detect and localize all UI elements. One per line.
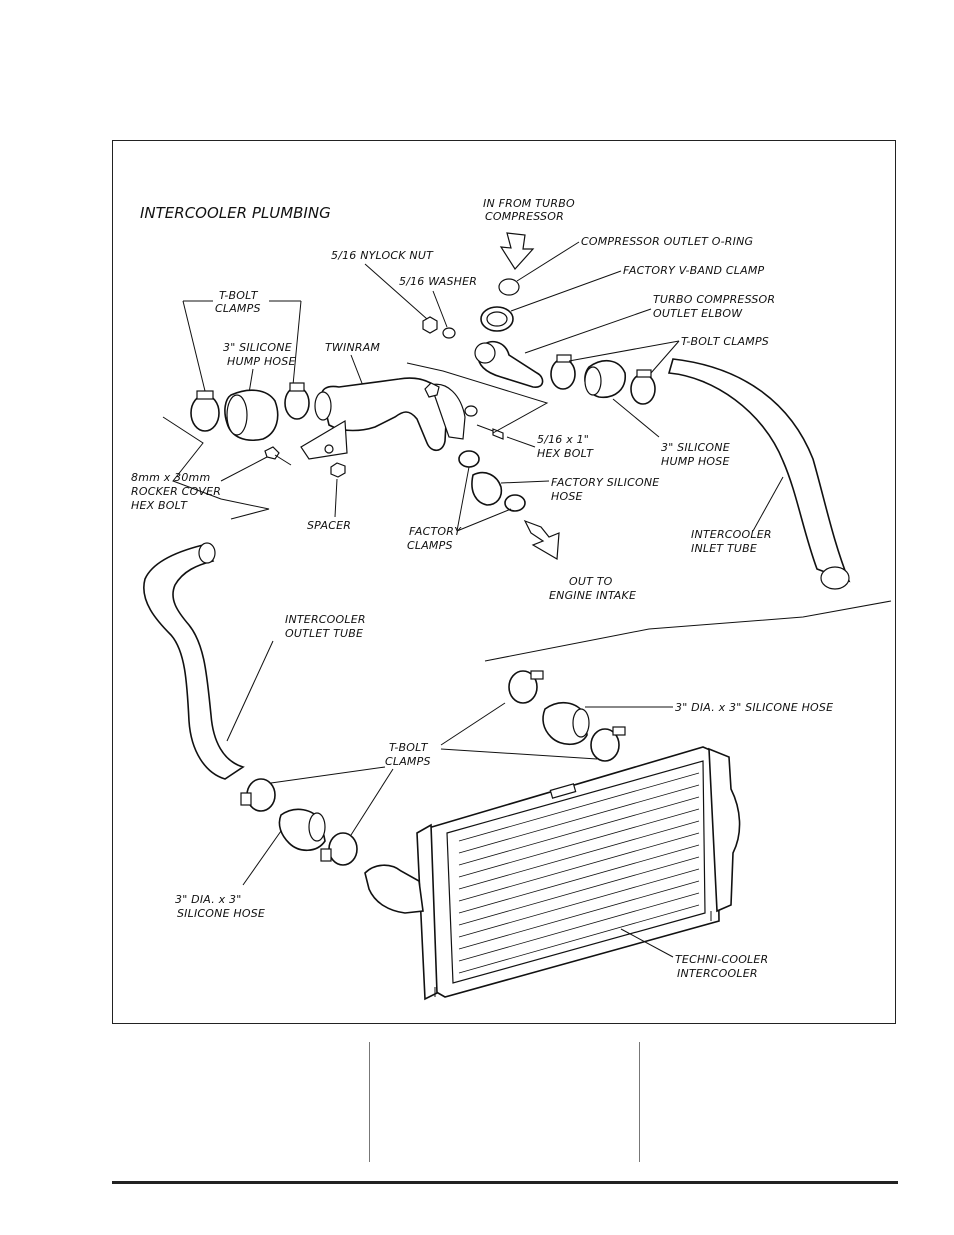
washer <box>442 327 456 339</box>
diagram-frame: INTERCOOLER PLUMBING IN FROM TURBO COMPR… <box>112 140 896 1024</box>
label-tbolt-bottom-2: CLAMPS <box>385 755 431 768</box>
label-outlet-tube-1: INTERCOOLER <box>285 613 366 626</box>
label-factory-hose-2: HOSE <box>551 490 583 503</box>
arrow-in-icon <box>499 232 535 270</box>
label-hump-left-2: HUMP HOSE <box>227 355 296 368</box>
label-compressor: COMPRESSOR <box>485 210 564 223</box>
intercooler-plumbing-diagram: INTERCOOLER PLUMBING IN FROM TURBO COMPR… <box>131 197 892 1001</box>
label-turbo-elbow-1: TURBO COMPRESSOR <box>653 293 775 306</box>
label-silicone-hose-right: 3" DIA. x 3" SILICONE HOSE <box>675 701 833 714</box>
techni-cooler-intercooler <box>364 746 741 1001</box>
turbo-compressor-elbow <box>474 340 544 388</box>
label-hump-right-2: HUMP HOSE <box>661 455 730 468</box>
compressor-oring <box>498 278 520 296</box>
label-out-to: OUT TO <box>569 575 613 588</box>
silicone-hose-top-right <box>542 702 590 746</box>
label-turbo-elbow-2: OUTLET ELBOW <box>653 307 743 320</box>
label-engine-intake: ENGINE INTAKE <box>549 589 636 602</box>
label-rocker-3: HEX BOLT <box>131 499 188 512</box>
hump-hose-left <box>224 389 279 441</box>
label-vband-clamp: FACTORY V-BAND CLAMP <box>623 264 765 277</box>
label-hump-left-1: 3" SILICONE <box>223 341 292 354</box>
tbolt-clamp-left-1 <box>190 390 220 432</box>
label-nylock-nut: 5/16 NYLOCK NUT <box>331 249 434 262</box>
label-factory-clamps-2: CLAMPS <box>407 539 453 552</box>
label-twinram: TWINRAM <box>325 341 380 354</box>
silicone-hose-bottom-left <box>278 808 326 852</box>
label-silicone-hose-left-2: SILICONE HOSE <box>177 907 265 920</box>
label-tbolt-left-2: CLAMPS <box>215 302 261 315</box>
label-factory-clamps-1: FACTORY <box>409 525 462 538</box>
label-rocker-2: ROCKER COVER <box>131 485 221 498</box>
label-factory-hose-1: FACTORY SILICONE <box>551 476 659 489</box>
label-hex-bolt-1: 5/16 x 1" <box>537 433 589 446</box>
label-technicooler-2: INTERCOOLER <box>677 967 758 980</box>
label-inlet-tube-1: INTERCOOLER <box>691 528 772 541</box>
label-spacer: SPACER <box>307 519 351 532</box>
intercooler-outlet-tube <box>143 542 245 780</box>
factory-silicone-hose <box>458 450 526 512</box>
footer-rule <box>112 1181 898 1184</box>
hump-hose-right <box>584 360 626 398</box>
label-tbolt-left-1: T-BOLT <box>219 289 259 302</box>
tbolt-clamp-top-right-1 <box>508 670 544 704</box>
tbolt-clamp-top-right-2 <box>590 726 626 762</box>
label-tbolt-bottom-1: T-BOLT <box>389 741 429 754</box>
tbolt-clamp-right-1 <box>550 354 576 390</box>
label-rocker-1: 8mm x 30mm <box>131 471 210 484</box>
label-technicooler-1: TECHNI-COOLER <box>675 953 768 966</box>
label-in-from-turbo: IN FROM TURBO <box>483 197 575 210</box>
spacer <box>330 462 346 478</box>
intercooler-inlet-tube <box>667 358 851 590</box>
column-divider-left <box>369 1042 370 1162</box>
vband-clamp <box>480 306 514 332</box>
label-silicone-hose-left-1: 3" DIA. x 3" <box>175 893 241 906</box>
label-outlet-tube-2: OUTLET TUBE <box>285 627 363 640</box>
column-divider-right <box>639 1042 640 1162</box>
hex-bolt <box>464 405 504 440</box>
tbolt-clamp-bottom-left-2 <box>320 832 358 866</box>
rocker-cover-bolt <box>264 446 292 466</box>
nylock-nut <box>422 316 438 334</box>
tbolt-clamp-right-2 <box>630 369 656 405</box>
arrow-out-icon <box>523 519 560 561</box>
label-inlet-tube-2: INLET TUBE <box>691 542 757 555</box>
label-hex-bolt-2: HEX BOLT <box>537 447 594 460</box>
tbolt-clamp-bottom-left-1 <box>240 778 276 812</box>
diagram-title: INTERCOOLER PLUMBING <box>140 204 331 222</box>
label-washer: 5/16 WASHER <box>399 275 477 288</box>
twinram-manifold <box>300 377 466 460</box>
label-compressor-oring: COMPRESSOR OUTLET O-RING <box>581 235 753 248</box>
label-tbolt-right: T-BOLT CLAMPS <box>681 335 769 348</box>
label-hump-right-1: 3" SILICONE <box>661 441 730 454</box>
tbolt-clamp-left-2 <box>284 382 310 420</box>
